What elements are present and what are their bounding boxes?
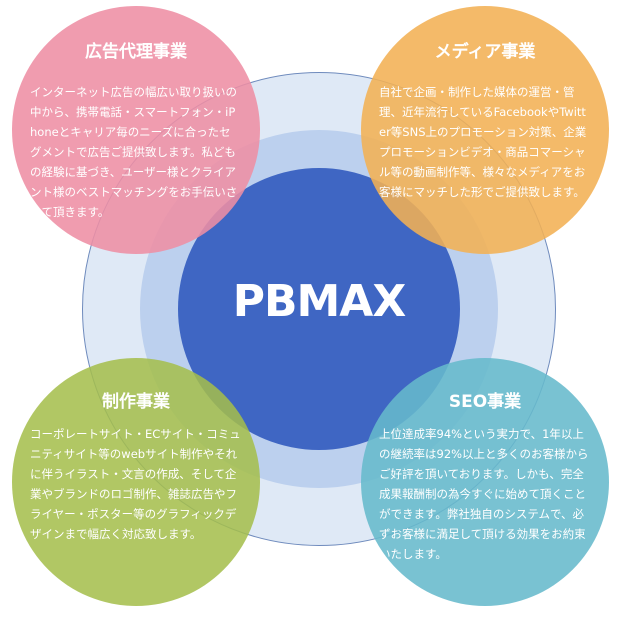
brand-logo-text: PBMAX xyxy=(232,276,407,327)
media-bubble: メディア事業 自社で企画・制作した媒体の運営・管理、近年流行しているFacebo… xyxy=(361,6,609,254)
seo-bubble: SEO事業 上位達成率94%という実力で、1年以上の継続率は92%以上と多くのお… xyxy=(361,358,609,606)
seo-title: SEO事業 xyxy=(448,392,522,412)
media-description: 自社で企画・制作した媒体の運営・管理、近年流行しているFacebookやTwit… xyxy=(379,85,587,199)
seo-description: 上位達成率94%という実力で、1年以上の継続率は92%以上と多くのお客様からご好… xyxy=(379,427,589,561)
media-title: メディア事業 xyxy=(434,42,536,62)
ad-agency-bubble: 広告代理事業 インターネット広告の幅広い取り扱いの中から、携帯電話・スマートフォ… xyxy=(12,6,260,254)
production-description: コーポレートサイト・ECサイト・コミュニティサイト等のwebサイト制作やそれに伴… xyxy=(30,427,241,541)
production-title: 制作事業 xyxy=(102,392,170,412)
production-bubble: 制作事業 コーポレートサイト・ECサイト・コミュニティサイト等のwebサイト制作… xyxy=(12,358,260,606)
ad-agency-description: インターネット広告の幅広い取り扱いの中から、携帯電話・スマートフォン・iPhon… xyxy=(30,85,238,219)
ad-agency-title: 広告代理事業 xyxy=(85,42,187,62)
